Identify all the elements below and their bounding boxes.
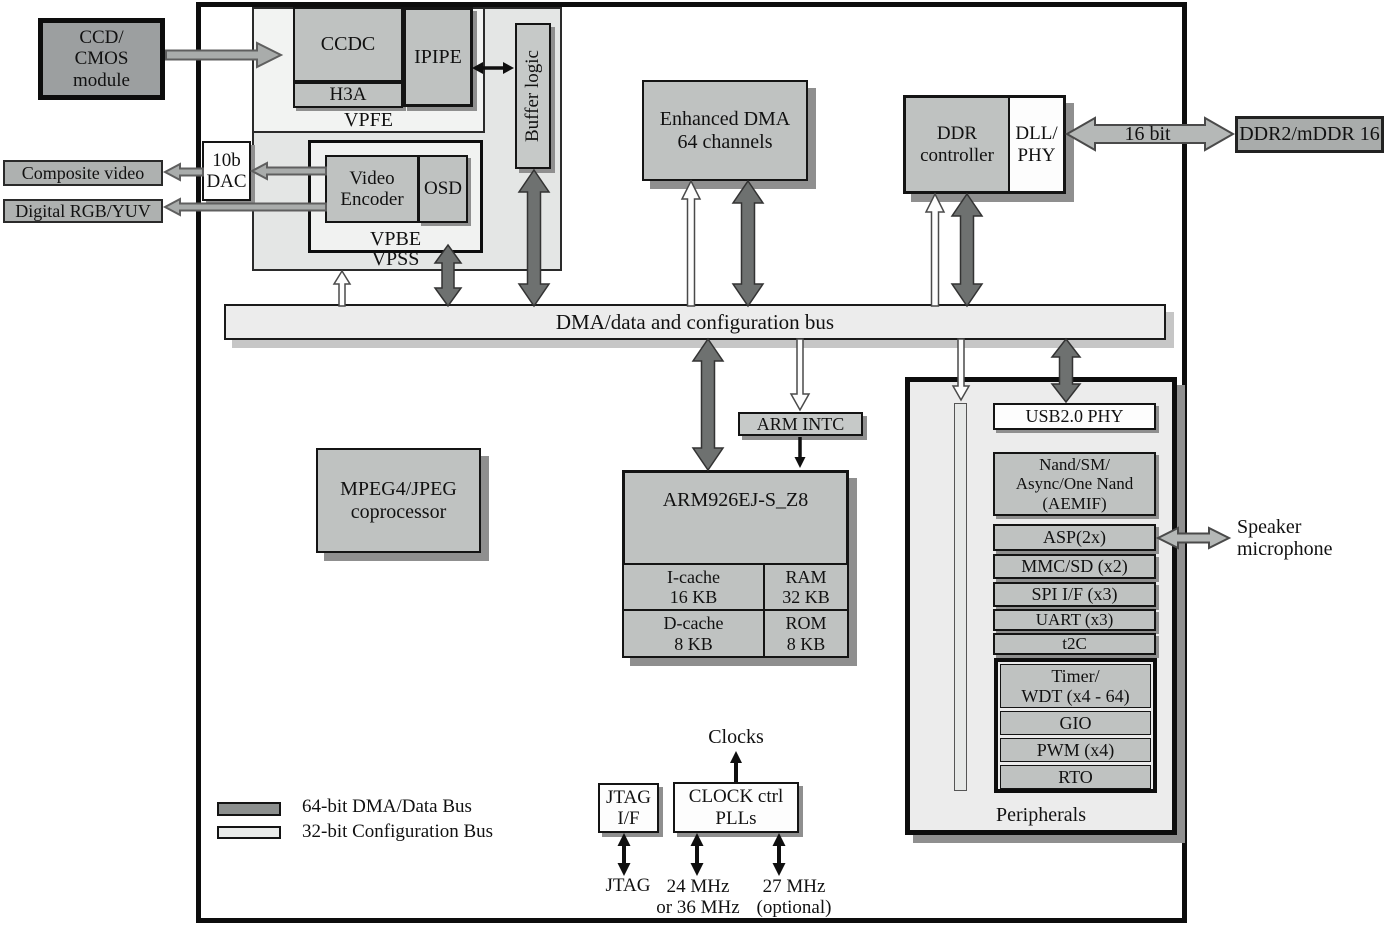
rto-block: RTO xyxy=(1000,765,1151,789)
vpss-label: VPSS xyxy=(371,247,420,270)
pwm-block: PWM (x4) xyxy=(1000,738,1151,762)
video-encoder-block: Video Encoder xyxy=(325,155,419,223)
timer-wdt-block: Timer/ WDT (x4 - 64) xyxy=(1000,664,1151,708)
ddr-block: DDR controller DLL/ PHY xyxy=(903,95,1066,194)
ipipe-label: IPIPE xyxy=(414,45,462,68)
asp-block: ASP(2x) xyxy=(993,524,1156,551)
h3a-block: H3A xyxy=(293,82,403,108)
mmc-sd-block: MMC/SD (x2) xyxy=(993,554,1156,579)
dll-phy-cell: DLL/ PHY xyxy=(1010,98,1063,191)
arm926-ram-cell: RAM 32 KB xyxy=(763,563,849,611)
enhanced-dma-block: Enhanced DMA 64 channels xyxy=(642,80,808,181)
buffer-logic-label: Buffer logic xyxy=(522,50,543,142)
ddr2-mddr-block: DDR2/mDDR 16 xyxy=(1235,116,1384,153)
dac-label: 10b DAC xyxy=(206,149,247,192)
nand-aemif-block: Nand/SM/ Async/One Nand (AEMIF) xyxy=(993,452,1156,516)
ipipe-block: IPIPE xyxy=(403,7,473,107)
system-bus-label: DMA/data and configuration bus xyxy=(555,309,835,334)
arm926-core-label: ARM926EJ-S_Z8 xyxy=(662,488,809,511)
legend-swatch-32bit xyxy=(217,826,281,839)
legend-label-64bit: 64-bit DMA/Data Bus xyxy=(302,796,472,817)
legend-label-32bit: 32-bit Configuration Bus xyxy=(302,821,494,842)
spi-block: SPI I/F (x3) xyxy=(993,582,1156,607)
timer-group-container: Timer/ WDT (x4 - 64) GIO PWM (x4) RTO xyxy=(994,658,1157,793)
jtag-if-block: JTAG I/F xyxy=(598,783,659,833)
ddr-bus-width-label: 16 bit xyxy=(1124,122,1171,145)
vpfe-label: VPFE xyxy=(344,108,393,131)
chip-outer-border xyxy=(196,2,1187,923)
h3a-label: H3A xyxy=(329,84,367,105)
clock-ctrl-plls-block: CLOCK ctrl PLLs xyxy=(673,782,799,833)
ccdc-label: CCDC xyxy=(320,33,376,55)
arm926-block: ARM926EJ-S_Z8 I-cache 16 KB RAM 32 KB D-… xyxy=(622,470,849,658)
ccdc-block: CCDC xyxy=(293,7,403,82)
arm926-dcache-cell: D-cache 8 KB xyxy=(622,609,765,658)
arm926-icache-cell: I-cache 16 KB xyxy=(622,563,765,611)
mpeg4-coprocessor-block: MPEG4/JPEG coprocessor xyxy=(316,448,481,553)
ccd-cmos-module-block: CCD/ CMOS module xyxy=(38,18,165,100)
composite-video-block: Composite video xyxy=(3,160,163,186)
peripherals-internal-bus xyxy=(954,403,967,791)
buffer-logic-block: Buffer logic xyxy=(515,23,551,169)
digital-rgb-yuv-block: Digital RGB/YUV xyxy=(3,199,163,223)
gio-block: GIO xyxy=(1000,711,1151,735)
osd-block: OSD xyxy=(418,155,468,223)
arm-intc-block: ARM INTC xyxy=(738,412,863,436)
peripherals-label: Peripherals xyxy=(996,803,1086,826)
clock-24mhz-label: 24 MHz or 36 MHz xyxy=(656,875,740,918)
clocks-label: Clocks xyxy=(708,725,764,748)
vpbe-label: VPBE xyxy=(369,227,422,250)
i2c-block: t2C xyxy=(993,633,1156,655)
osd-label: OSD xyxy=(423,178,462,199)
uart-block: UART (x3) xyxy=(993,609,1156,631)
speaker-microphone-label: Speaker microphone xyxy=(1237,516,1333,561)
clock-27mhz-label: 27 MHz (optional) xyxy=(756,875,832,918)
legend-swatch-64bit xyxy=(217,802,281,816)
ddr-controller-cell: DDR controller xyxy=(906,98,1010,191)
video-encoder-label: Video Encoder xyxy=(340,167,404,210)
jtag-pin-label: JTAG xyxy=(605,875,651,896)
usb-phy-block: USB2.0 PHY xyxy=(993,403,1156,430)
arm926-rom-cell: ROM 8 KB xyxy=(763,609,849,658)
system-bus: DMA/data and configuration bus xyxy=(224,304,1166,340)
dac-block: 10b DAC xyxy=(202,141,251,201)
